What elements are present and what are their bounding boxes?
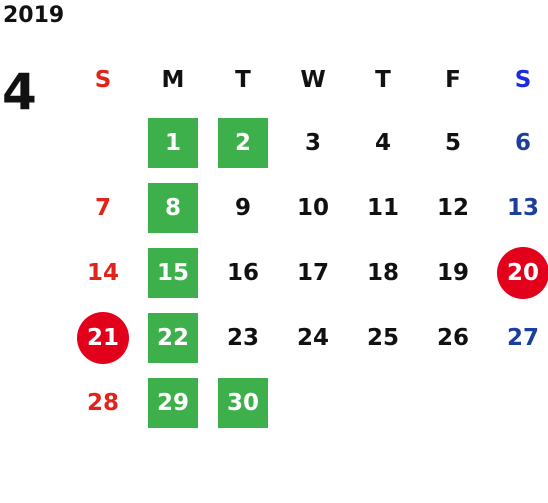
- day-cell[interactable]: 13: [488, 175, 548, 240]
- highlighted-day-box: 8: [148, 182, 198, 233]
- day-cell[interactable]: 26: [418, 305, 488, 370]
- day-cell[interactable]: 28: [68, 370, 138, 435]
- day-number: 11: [366, 194, 399, 221]
- highlighted-day-box: 2: [218, 117, 268, 168]
- day-cell[interactable]: 20: [488, 240, 548, 305]
- day-number: 23: [226, 324, 259, 351]
- empty-day-cell: [278, 370, 348, 435]
- day-number: 18: [366, 259, 399, 286]
- day-cell[interactable]: 15: [138, 240, 208, 305]
- day-cell[interactable]: 9: [208, 175, 278, 240]
- day-number: 19: [436, 259, 469, 286]
- weekday-header-thursday: T: [375, 67, 391, 93]
- day-number: 12: [436, 194, 469, 221]
- weekday-header-sunday: S: [94, 67, 112, 93]
- empty-day-cell: [348, 370, 418, 435]
- weekday-header-friday: F: [445, 67, 461, 93]
- day-cell[interactable]: 29: [138, 370, 208, 435]
- day-number: 13: [506, 194, 539, 221]
- weekday-header-tuesday: T: [235, 67, 251, 93]
- highlighted-day-box: 15: [148, 247, 198, 298]
- day-cell[interactable]: 14: [68, 240, 138, 305]
- highlighted-day-box: 29: [148, 377, 198, 428]
- day-number: 24: [296, 324, 329, 351]
- day-number: 17: [296, 259, 329, 286]
- day-number: 3: [304, 129, 321, 156]
- day-cell[interactable]: 18: [348, 240, 418, 305]
- day-cell[interactable]: 3: [278, 110, 348, 175]
- highlighted-day-box: 30: [218, 377, 268, 428]
- day-cell[interactable]: 24: [278, 305, 348, 370]
- day-cell[interactable]: 23: [208, 305, 278, 370]
- day-cell[interactable]: 2: [208, 110, 278, 175]
- day-number: 6: [514, 129, 531, 156]
- highlighted-day-box: 22: [148, 312, 198, 363]
- day-cell[interactable]: 17: [278, 240, 348, 305]
- weekday-header-monday: M: [161, 67, 185, 93]
- day-cell[interactable]: 10: [278, 175, 348, 240]
- day-number: 9: [234, 194, 251, 221]
- day-cell[interactable]: 1: [138, 110, 208, 175]
- empty-day-cell: [68, 110, 138, 175]
- day-cell[interactable]: 8: [138, 175, 208, 240]
- day-cell[interactable]: 4: [348, 110, 418, 175]
- weekday-header-wednesday: W: [300, 67, 326, 93]
- day-cell[interactable]: 11: [348, 175, 418, 240]
- month-number: 4: [2, 63, 37, 121]
- weekday-header-saturday: S: [514, 67, 532, 93]
- day-cell[interactable]: 5: [418, 110, 488, 175]
- day-number: 28: [86, 389, 119, 416]
- day-cell[interactable]: 6: [488, 110, 548, 175]
- day-number: 5: [444, 129, 461, 156]
- year-label: 2019: [3, 3, 65, 28]
- holiday-day-circle: 20: [497, 246, 548, 299]
- holiday-day-circle: 21: [77, 311, 129, 364]
- day-number: 7: [94, 194, 111, 221]
- day-cell[interactable]: 25: [348, 305, 418, 370]
- day-cell[interactable]: 27: [488, 305, 548, 370]
- day-number: 10: [296, 194, 329, 221]
- day-number: 25: [366, 324, 399, 351]
- day-cell[interactable]: 21: [68, 305, 138, 370]
- day-cell[interactable]: 30: [208, 370, 278, 435]
- empty-day-cell: [418, 370, 488, 435]
- day-cell[interactable]: 12: [418, 175, 488, 240]
- day-cell[interactable]: 22: [138, 305, 208, 370]
- day-number: 16: [226, 259, 259, 286]
- day-cell[interactable]: 16: [208, 240, 278, 305]
- day-number: 4: [374, 129, 391, 156]
- highlighted-day-box: 1: [148, 117, 198, 168]
- day-cell[interactable]: 7: [68, 175, 138, 240]
- day-cell[interactable]: 19: [418, 240, 488, 305]
- day-number: 14: [86, 259, 119, 286]
- day-number: 26: [436, 324, 469, 351]
- empty-day-cell: [488, 370, 548, 435]
- day-number: 27: [506, 324, 539, 351]
